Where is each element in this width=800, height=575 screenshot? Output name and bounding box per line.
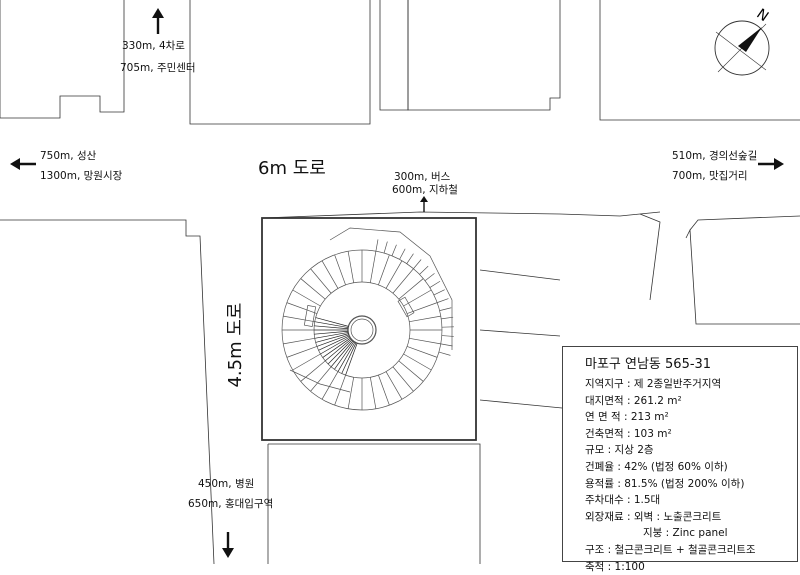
- parcel-outline: [480, 400, 562, 408]
- west-line-1: 750m, 성산: [40, 150, 96, 162]
- parcel-outline: [268, 444, 480, 564]
- compass-icon: N: [715, 6, 771, 75]
- arrow-west-head: [10, 158, 20, 170]
- center-line-2: 600m, 지하철: [392, 184, 458, 196]
- site-boundary: [262, 218, 476, 440]
- parcel-outline: [380, 0, 408, 110]
- parcel-outline: [690, 216, 800, 230]
- arrow-east-head: [774, 158, 784, 170]
- road-edge: [640, 214, 660, 300]
- info-row: 지붕 : Zinc panel: [585, 525, 797, 542]
- east-line-2: 700m, 맛집거리: [672, 170, 748, 182]
- info-row: 용적률 : 81.5% (법정 200% 이하): [585, 476, 797, 493]
- arrow-south-head: [222, 548, 234, 558]
- north-line-2: 705m, 주민센터: [120, 62, 196, 74]
- info-row: 지역지구 : 제 2종일반주거지역: [585, 376, 797, 393]
- south-line-2: 650m, 홍대입구역: [188, 498, 273, 510]
- info-row: 건폐율 : 42% (법정 60% 이하): [585, 459, 797, 476]
- south-line-1: 450m, 병원: [198, 478, 254, 490]
- info-row: 외장재료 : 외벽 : 노출콘크리트: [585, 509, 797, 526]
- parcel-outline: [190, 0, 370, 124]
- parcel-outline: [408, 0, 560, 110]
- east-line-1: 510m, 경의선숲길: [672, 150, 757, 162]
- parcel-outline: [686, 230, 800, 324]
- info-row: 대지면적 : 261.2 m²: [585, 393, 797, 410]
- north-line-1: 330m, 4차로: [122, 40, 185, 52]
- parcel-outline: [0, 220, 214, 564]
- main-road-label: 6m 도로: [258, 154, 326, 180]
- arrow-center-head: [420, 196, 428, 202]
- compass-letter: N: [753, 6, 771, 25]
- parcel-outline: [480, 270, 560, 280]
- info-row: 구조 : 철근콘크리트 + 철골콘크리트조: [585, 542, 797, 559]
- info-row: 규모 : 지상 2층: [585, 442, 797, 459]
- info-row: 주차대수 : 1.5대: [585, 492, 797, 509]
- info-row: 연 면 적 : 213 m²: [585, 409, 797, 426]
- info-row: 건축면적 : 103 m²: [585, 426, 797, 443]
- project-title: 마포구 연남동 565-31: [585, 353, 797, 372]
- parcel-outline: [480, 330, 560, 336]
- side-road-label: 4.5m 도로: [221, 301, 247, 389]
- arrow-north-head: [152, 8, 164, 18]
- parcel-outline: [600, 0, 800, 120]
- project-info-box: 마포구 연남동 565-31 지역지구 : 제 2종일반주거지역 대지면적 : …: [562, 346, 798, 562]
- west-line-2: 1300m, 망원시장: [40, 170, 122, 182]
- info-row: 축척 : 1:100: [585, 559, 797, 575]
- center-line-1: 300m, 버스: [394, 171, 450, 183]
- parcel-outline: [0, 0, 124, 118]
